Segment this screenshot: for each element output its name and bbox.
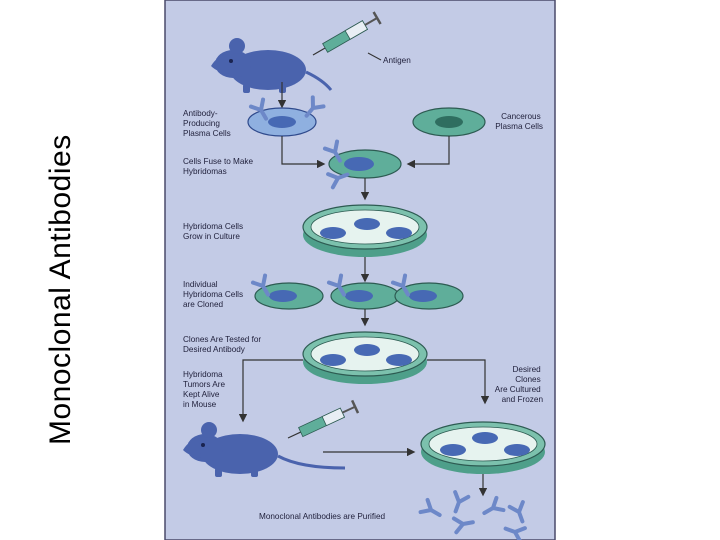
- arrow-cancer-to-hybridoma: [406, 136, 450, 169]
- label-tumors-mouse: Hybridoma Tumors Are Kept Alive in Mouse: [183, 370, 227, 409]
- label-desired-clones: Desired Clones Are Cultured and Frozen: [495, 365, 544, 404]
- mouse-icon: [211, 38, 333, 93]
- slide-title: Monoclonal Antibodies: [44, 134, 77, 445]
- label-clones-tested: Clones Are Tested for Desired Antibody: [183, 335, 263, 354]
- syringe-icon: [312, 11, 382, 56]
- mouse-icon-bottom: [183, 422, 346, 477]
- antigen-leader: [367, 52, 382, 61]
- plasma-cell: [247, 95, 326, 137]
- label-antigen: Antigen: [383, 56, 411, 65]
- arrow-plasma-to-hybridoma: [281, 136, 326, 169]
- syringe-icon-bottom: [287, 399, 360, 439]
- label-hybridoma-culture: Hybridoma Cells Grow in Culture: [183, 222, 245, 241]
- monoclonal-antibody-diagram: Antigen Antibody- Producing Plasma Cells…: [164, 0, 556, 540]
- arrow-testing-to-mouse: [238, 359, 303, 423]
- arrow-testing-to-frozen: [427, 359, 490, 405]
- cancerous-cell: [412, 107, 486, 137]
- testing-dish: [302, 331, 428, 384]
- frozen-dish: [420, 421, 546, 474]
- label-individual-cloned: Individual Hybridoma Cells are Cloned: [183, 280, 245, 309]
- label-antibody-producing: Antibody- Producing Plasma Cells: [183, 109, 231, 138]
- label-cancerous: Cancerous Plasma Cells: [495, 112, 543, 131]
- culture-dish: [302, 204, 428, 257]
- label-cells-fuse: Cells Fuse to Make Hybridomas: [183, 157, 255, 176]
- cloned-cells: [250, 273, 464, 310]
- label-purified: Monoclonal Antibodies are Purified: [259, 512, 386, 521]
